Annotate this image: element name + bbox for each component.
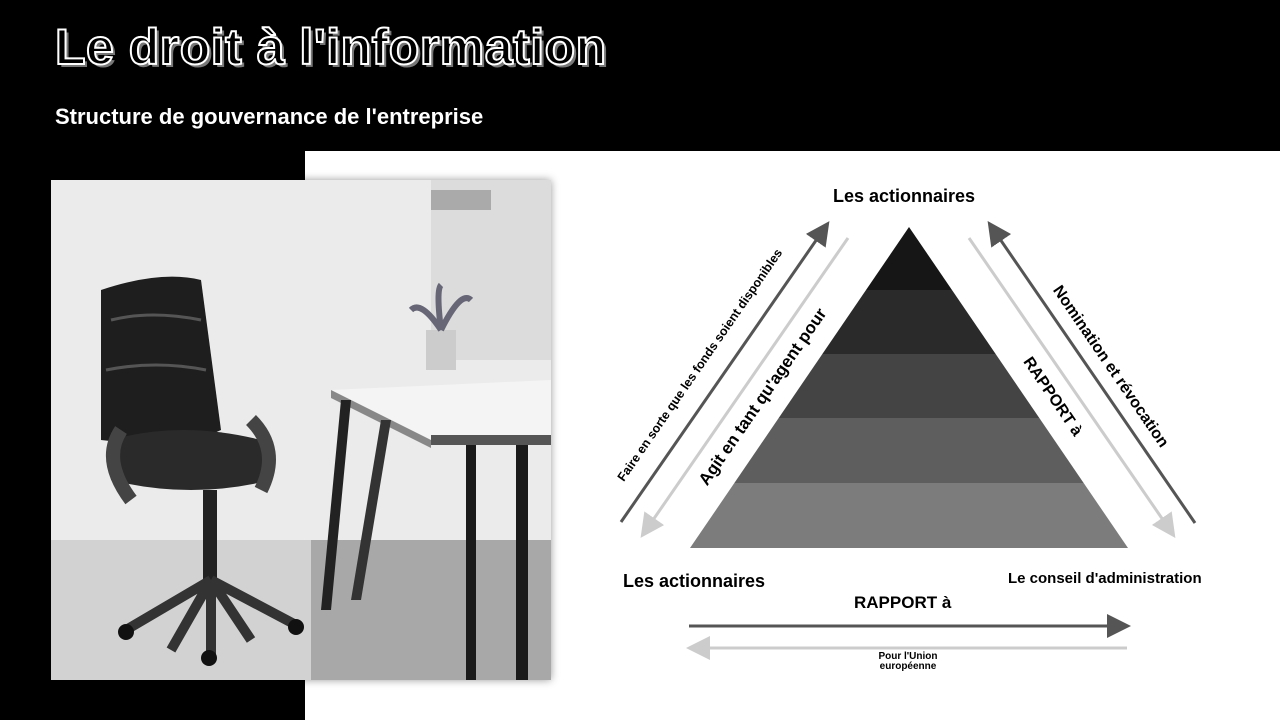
bottom-right-label: Le conseil d'administration bbox=[1008, 570, 1202, 587]
pyramid-band-5 bbox=[690, 483, 1128, 548]
pyramid bbox=[690, 227, 1128, 548]
pyramid-band-3 bbox=[778, 354, 1040, 418]
top-label: Les actionnaires bbox=[833, 186, 976, 206]
pyramid-band-1 bbox=[866, 227, 952, 290]
page-subtitle: Structure de gouvernance de l'entreprise bbox=[55, 104, 484, 129]
bottom-rapport-label: RAPPORT à bbox=[854, 593, 952, 612]
pyramid-band-4 bbox=[734, 418, 1084, 483]
page-title: Le droit à l'information bbox=[54, 18, 607, 76]
right-light-arrow bbox=[967, 237, 1176, 538]
pyramid-band-2 bbox=[822, 290, 996, 354]
right-dark-arrow bbox=[987, 221, 1197, 524]
bottom-note: Pour l'Union européenne bbox=[878, 651, 938, 672]
left-dark-arrow bbox=[619, 221, 830, 523]
office-chair-photo bbox=[51, 180, 551, 680]
left-light-arrow bbox=[640, 237, 850, 538]
bottom-left-label: Les actionnaires bbox=[623, 571, 766, 591]
